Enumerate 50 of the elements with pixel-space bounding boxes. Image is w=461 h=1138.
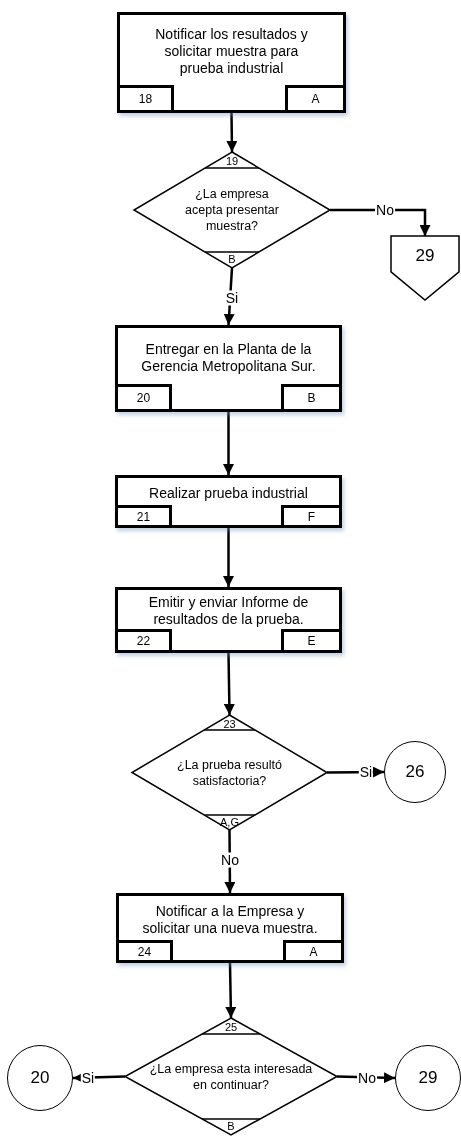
- arrow: [330, 208, 431, 236]
- edge-label: No: [357, 1070, 377, 1086]
- process-box: [117, 12, 346, 113]
- off-page-connector: [391, 236, 459, 300]
- edge-label: Si: [358, 764, 374, 780]
- connector-label: 29: [414, 246, 436, 266]
- decision-question: ¿La empresa esta interesada en continuar?: [148, 1060, 314, 1093]
- process-box: [115, 587, 342, 653]
- connector-label: 20: [30, 1068, 50, 1088]
- process-box: [115, 325, 342, 412]
- decision-diamond: [132, 715, 327, 830]
- role-code: A: [283, 940, 341, 960]
- step-number: 19: [224, 155, 240, 167]
- arrow: [223, 528, 234, 587]
- arrow: [226, 113, 238, 152]
- role-code: E: [281, 629, 339, 650]
- arrow: [225, 962, 237, 1019]
- role-code: A,G: [219, 816, 240, 828]
- edge-label: Si: [224, 290, 240, 306]
- role-code: B: [227, 253, 237, 265]
- role-code: F: [281, 505, 339, 525]
- step-number: 18: [120, 85, 174, 110]
- process-box: [115, 475, 342, 528]
- decision-diamond: [134, 152, 330, 268]
- decision-diamond: [125, 1018, 337, 1135]
- step-number: 24: [119, 940, 173, 960]
- step-number: 21: [118, 505, 172, 525]
- connector-label: 29: [418, 1068, 438, 1088]
- decision-question: ¿La prueba resultó satisfactoria?: [176, 756, 283, 789]
- edge-label: Si: [80, 1070, 96, 1086]
- step-text: Entregar en la Planta de la Gerencia Metropolitana Sur.: [140, 339, 317, 376]
- step-text: Notificar a la Empresa y solicitar una nueva muestra.: [141, 901, 319, 938]
- arrow: [223, 267, 235, 326]
- decision-question: ¿La empresa acepta presentar muestra?: [184, 186, 280, 234]
- step-text: Emitir y enviar Informe de resultados de la prueba.: [147, 593, 310, 629]
- role-code: A: [285, 85, 343, 110]
- step-text: Notificar los resultados y solicitar muestra para prueba industrial: [154, 25, 309, 78]
- arrow: [223, 652, 235, 716]
- process-box: [116, 893, 344, 963]
- edge-label: No: [375, 202, 395, 218]
- step-number: 25: [223, 1021, 239, 1033]
- step-text: Realizar prueba industrial: [148, 483, 309, 503]
- step-number: 23: [222, 718, 237, 730]
- role-code: B: [281, 384, 339, 409]
- edge-label: No: [220, 852, 240, 868]
- connector-label: 26: [405, 762, 425, 782]
- step-number: 20: [118, 384, 172, 409]
- arrow: [223, 412, 234, 475]
- step-number: 22: [118, 629, 172, 650]
- role-code: B: [226, 1120, 236, 1132]
